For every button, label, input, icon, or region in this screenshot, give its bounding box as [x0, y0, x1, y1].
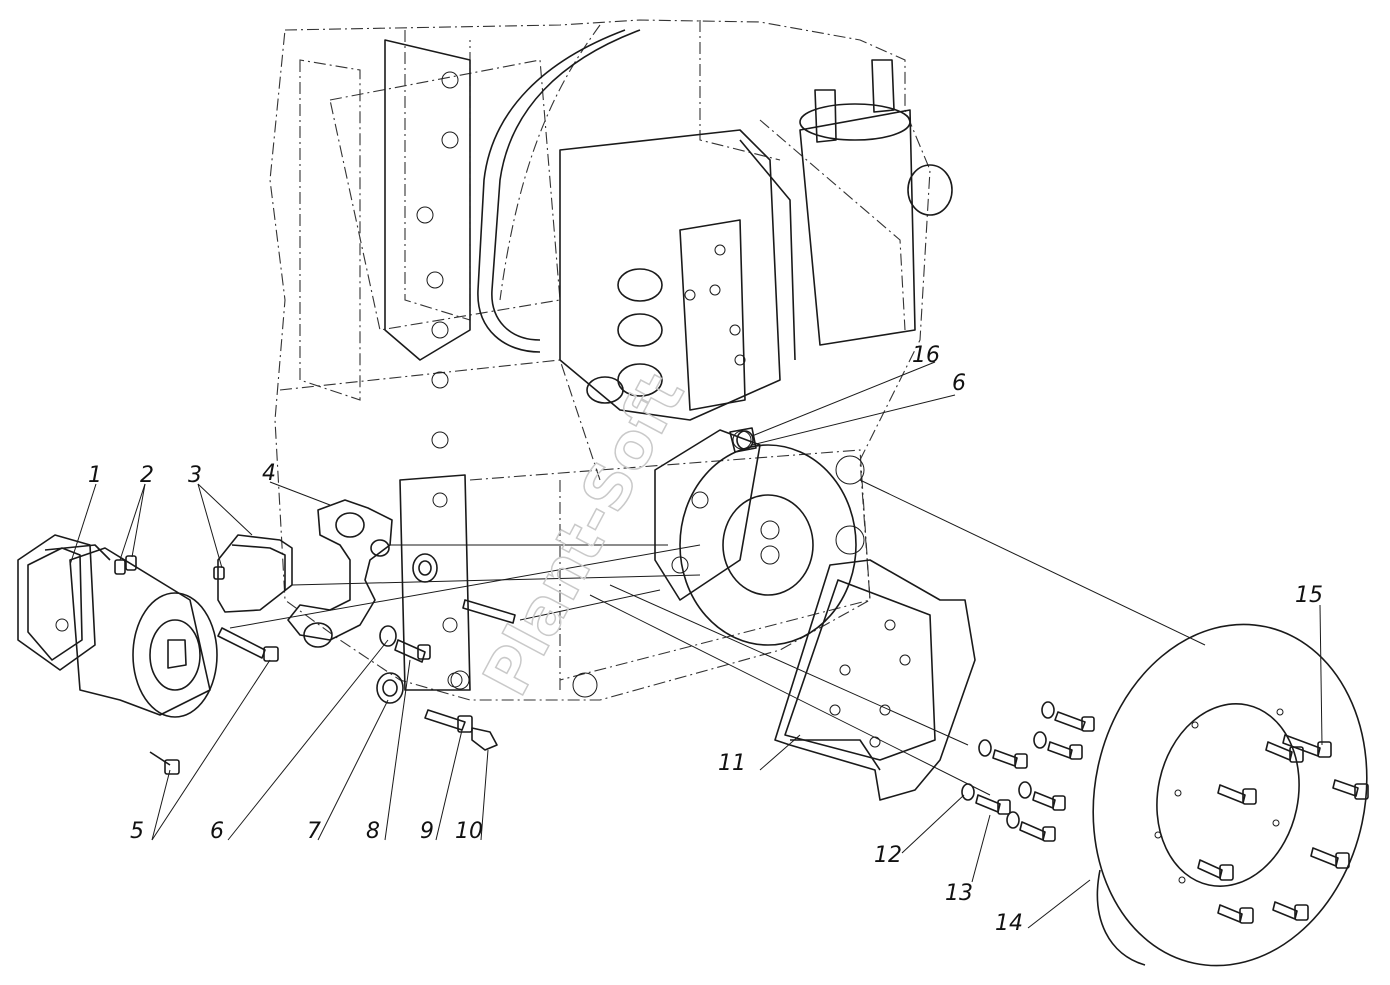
callout-1: 1 — [88, 463, 102, 488]
callout-7: 7 — [307, 819, 321, 844]
watermark: Plant-Soft — [469, 362, 699, 707]
part-1-caliper-housing — [17, 534, 218, 718]
callout-13: 13 — [945, 881, 973, 906]
callout-10: 10 — [455, 819, 483, 844]
valve-block — [559, 129, 796, 421]
part-4-caliper-bracket — [287, 499, 393, 648]
callout-6a: 6 — [210, 819, 224, 844]
callout-5: 5 — [130, 819, 144, 844]
callout-2: 2 — [140, 463, 154, 488]
part-8-guide-pin — [394, 639, 431, 663]
part-7-seal-ring — [376, 672, 404, 704]
callout-3: 3 — [188, 463, 202, 488]
part-16-hub-bolt — [729, 427, 757, 453]
part-12-washers — [961, 701, 1055, 829]
callout-16: 16 — [912, 343, 940, 368]
part-15-disc-bolts — [1197, 734, 1369, 924]
callout-labels: 1 2 3 4 5 6 6 7 8 9 10 11 12 13 14 15 16 — [88, 343, 1323, 936]
part-3-brake-pads — [213, 534, 293, 613]
callout-6b: 6 — [952, 371, 966, 396]
callout-15: 15 — [1295, 583, 1323, 608]
part-10-lock-washer — [471, 727, 498, 751]
housing-flange-plate — [384, 39, 471, 691]
part-13-bolts — [975, 711, 1095, 842]
hydraulic-pipe — [477, 29, 641, 353]
part-5-bolts — [149, 627, 279, 775]
transmission-housing — [269, 19, 931, 701]
leader-lines — [69, 361, 1323, 929]
assembly-lines — [229, 479, 1206, 796]
callout-8: 8 — [366, 819, 380, 844]
accumulator-cylinder — [799, 59, 953, 346]
callout-12: 12 — [874, 843, 902, 868]
part-14-brake-disc — [1092, 623, 1368, 967]
brake-hub-flange — [654, 429, 857, 646]
part-11-protective-cover — [774, 559, 976, 801]
callout-9: 9 — [420, 819, 434, 844]
callout-4: 4 — [262, 461, 276, 486]
callout-11: 11 — [718, 751, 746, 776]
callout-14: 14 — [995, 911, 1023, 936]
